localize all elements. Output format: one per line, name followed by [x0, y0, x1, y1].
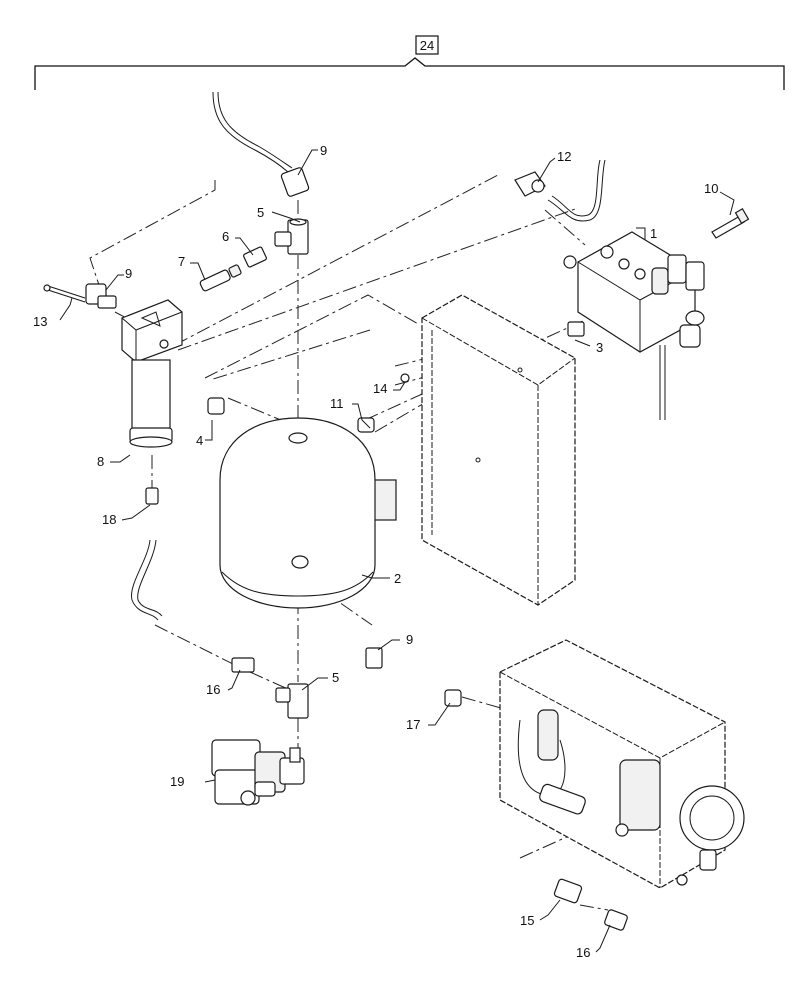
- part-screw-17: [444, 689, 462, 707]
- part-tee-top: [274, 218, 309, 255]
- part-adapter-15: [553, 878, 583, 904]
- callout-5-top: 5: [257, 205, 264, 220]
- part-adapter-6: [243, 246, 267, 268]
- callout-13: 13: [33, 314, 47, 329]
- part-nut-11: [357, 417, 375, 433]
- callout-9-left: 9: [125, 266, 132, 281]
- callout-15: 15: [520, 913, 534, 928]
- part-tee-lower: [275, 683, 309, 719]
- callout-10: 10: [704, 181, 718, 196]
- callout-2: 2: [394, 571, 401, 586]
- callout-4: 4: [196, 433, 203, 448]
- part-pump: [211, 739, 305, 806]
- callout-9-top: 9: [320, 143, 327, 158]
- callout-18: 18: [102, 512, 116, 527]
- part-nut-4: [207, 397, 225, 415]
- group-label: 24: [420, 38, 434, 53]
- leader-lines: [59, 149, 735, 953]
- part-long-bolt: [711, 207, 750, 239]
- part-elbow-lower: [365, 647, 383, 669]
- part-filter: [121, 299, 183, 448]
- callout-17: 17: [406, 717, 420, 732]
- callout-12: 12: [557, 149, 571, 164]
- part-screw-14: [400, 373, 410, 383]
- part-fitting-16-mid: [231, 657, 255, 673]
- part-valve-manifold: [563, 231, 705, 420]
- callout-6: 6: [222, 229, 229, 244]
- part-bolt-13: [43, 284, 86, 303]
- part-hose-barb: [131, 487, 163, 621]
- callout-5-lower: 5: [332, 670, 339, 685]
- callout-11: 11: [330, 396, 344, 411]
- part-screw-3: [567, 321, 585, 337]
- callout-3: 3: [596, 340, 603, 355]
- part-mounting-bracket: [421, 294, 576, 606]
- part-sensor-7: [199, 264, 242, 292]
- callout-19: 19: [170, 774, 184, 789]
- callout-9-lower: 9: [406, 632, 413, 647]
- part-fitting-12: [514, 159, 606, 222]
- callout-16-mid: 16: [206, 682, 220, 697]
- part-fitting-16-bottom: [604, 909, 628, 931]
- callout-14: 14: [373, 381, 387, 396]
- group-bracket: 24: [34, 35, 785, 90]
- callout-16-bottom: 16: [576, 945, 590, 960]
- callout-1: 1: [650, 226, 657, 241]
- callout-8: 8: [97, 454, 104, 469]
- callout-7: 7: [178, 254, 185, 269]
- callout-labels: 1 2 3 4 5 5 6 7 8 9 9 9 10 11 12 13 14 1…: [33, 143, 718, 960]
- part-tank: [219, 417, 397, 609]
- part-pump-housing: [499, 639, 745, 889]
- part-elbow-top: [212, 91, 310, 197]
- part-elbow-left: [85, 283, 117, 309]
